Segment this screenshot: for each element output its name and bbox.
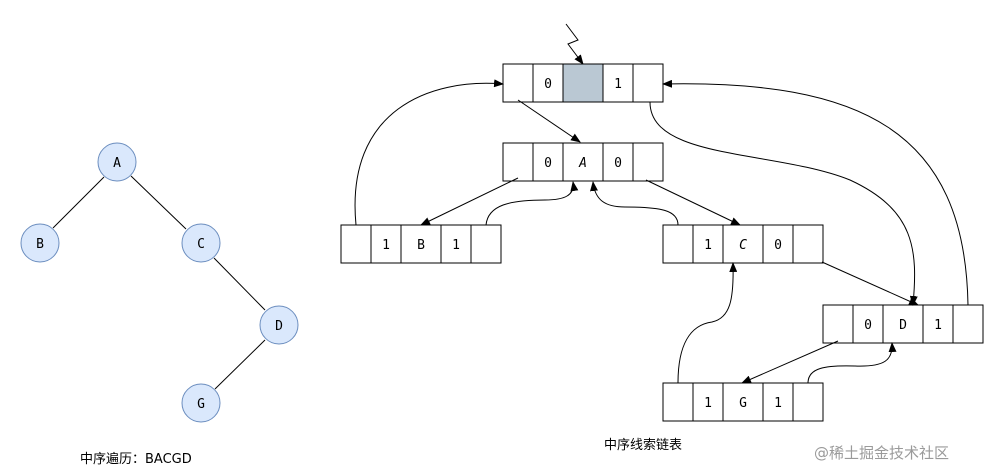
pointer-head-to-a bbox=[517, 99, 581, 143]
head-data-cell bbox=[562, 63, 604, 103]
record-b-ltag-cell bbox=[370, 224, 402, 264]
record-c-rchild-cell bbox=[792, 224, 824, 264]
head-rtag: 1 bbox=[614, 77, 622, 92]
tree-node-c: C bbox=[181, 223, 221, 263]
record-a-lchild-cell bbox=[502, 142, 534, 182]
record-c-lchild-cell bbox=[662, 224, 694, 264]
head-ltag-cell bbox=[532, 63, 564, 103]
tree-node-g: G bbox=[181, 383, 221, 423]
tree-edge-c-d bbox=[213, 257, 266, 311]
record-a-rtag-cell bbox=[602, 142, 634, 182]
tree-node-d: D bbox=[259, 305, 299, 345]
record-a-data: A bbox=[578, 156, 587, 171]
tree-edge-a-c bbox=[130, 175, 187, 230]
record-d-ltag-cell bbox=[852, 304, 884, 344]
thread-head-to-d bbox=[649, 101, 918, 306]
head-ltag: 0 bbox=[544, 77, 552, 92]
record-a-ltag: 0 bbox=[544, 156, 552, 171]
record-c-ltag: 1 bbox=[704, 238, 712, 253]
tree-node-g-label: G bbox=[197, 397, 205, 412]
record-d-rtag-cell bbox=[922, 304, 954, 344]
record-c-rtag: 0 bbox=[774, 238, 782, 253]
record-g-rtag-cell bbox=[762, 382, 794, 422]
thread-g-to-c bbox=[677, 262, 738, 384]
record-g-ltag: 1 bbox=[704, 396, 712, 411]
tree-node-c-label: C bbox=[197, 237, 205, 252]
record-g-rchild-cell bbox=[792, 382, 824, 422]
record-d-ltag: 0 bbox=[864, 318, 872, 333]
record-c: 1 C 0 bbox=[662, 224, 824, 264]
record-a-rtag: 0 bbox=[614, 156, 622, 171]
pointer-c-to-d bbox=[821, 261, 919, 306]
record-d: 0 D 1 bbox=[822, 304, 984, 344]
tree-edge-d-g bbox=[214, 339, 266, 390]
record-c-rtag-cell bbox=[762, 224, 794, 264]
record-d-rchild-cell bbox=[952, 304, 984, 344]
threaded-list: 0 1 0 A 0 1 B 1 bbox=[340, 23, 984, 453]
tree-node-a-label: A bbox=[113, 156, 121, 171]
record-b-rtag: 1 bbox=[452, 238, 460, 253]
head-rchild-cell bbox=[632, 63, 664, 103]
record-a: 0 A 0 bbox=[502, 142, 664, 182]
record-d-data-cell bbox=[882, 304, 924, 344]
record-b-data: B bbox=[417, 238, 425, 253]
thread-d-to-head bbox=[662, 79, 969, 306]
pointer-a-to-b bbox=[420, 177, 519, 226]
tree-node-b-label: B bbox=[36, 237, 44, 252]
pointer-a-to-c bbox=[645, 179, 741, 226]
record-g-lchild-cell bbox=[662, 382, 694, 422]
record-b-rtag-cell bbox=[440, 224, 472, 264]
lightning-pointer-icon bbox=[565, 23, 584, 65]
pointer-d-to-g bbox=[741, 340, 839, 384]
thread-c-to-a bbox=[590, 181, 679, 226]
record-b-lchild-cell bbox=[340, 224, 372, 264]
thread-g-to-d bbox=[807, 342, 897, 384]
head-lchild-cell bbox=[502, 63, 534, 103]
record-a-rchild-cell bbox=[632, 142, 664, 182]
watermark: @稀土掘金技术社区 bbox=[814, 444, 949, 462]
record-d-lchild-cell bbox=[822, 304, 854, 344]
record-g-rtag: 1 bbox=[774, 396, 782, 411]
tree-node-d-label: D bbox=[275, 319, 283, 334]
record-d-data: D bbox=[899, 318, 907, 333]
record-g: 1 G 1 bbox=[662, 382, 824, 422]
record-b: 1 B 1 bbox=[340, 224, 502, 264]
record-g-data: G bbox=[739, 396, 747, 411]
record-b-ltag: 1 bbox=[382, 238, 390, 253]
threaded-list-caption: 中序线索链表 bbox=[604, 438, 682, 453]
record-d-rtag: 1 bbox=[934, 318, 942, 333]
record-a-ltag-cell bbox=[532, 142, 564, 182]
record-head: 0 1 bbox=[502, 63, 664, 103]
thread-b-to-a bbox=[485, 181, 579, 226]
record-c-data: C bbox=[739, 238, 747, 253]
binary-tree: A B C D G 中序遍历：BACGD bbox=[20, 142, 299, 467]
record-c-ltag-cell bbox=[692, 224, 724, 264]
record-a-data-cell bbox=[562, 142, 604, 182]
inorder-caption: 中序遍历：BACGD bbox=[80, 451, 192, 467]
tree-edge-a-b bbox=[52, 176, 105, 229]
tree-node-b: B bbox=[20, 223, 60, 263]
thread-b-to-head bbox=[354, 79, 504, 226]
record-b-rchild-cell bbox=[470, 224, 502, 264]
tree-node-a: A bbox=[97, 142, 137, 182]
